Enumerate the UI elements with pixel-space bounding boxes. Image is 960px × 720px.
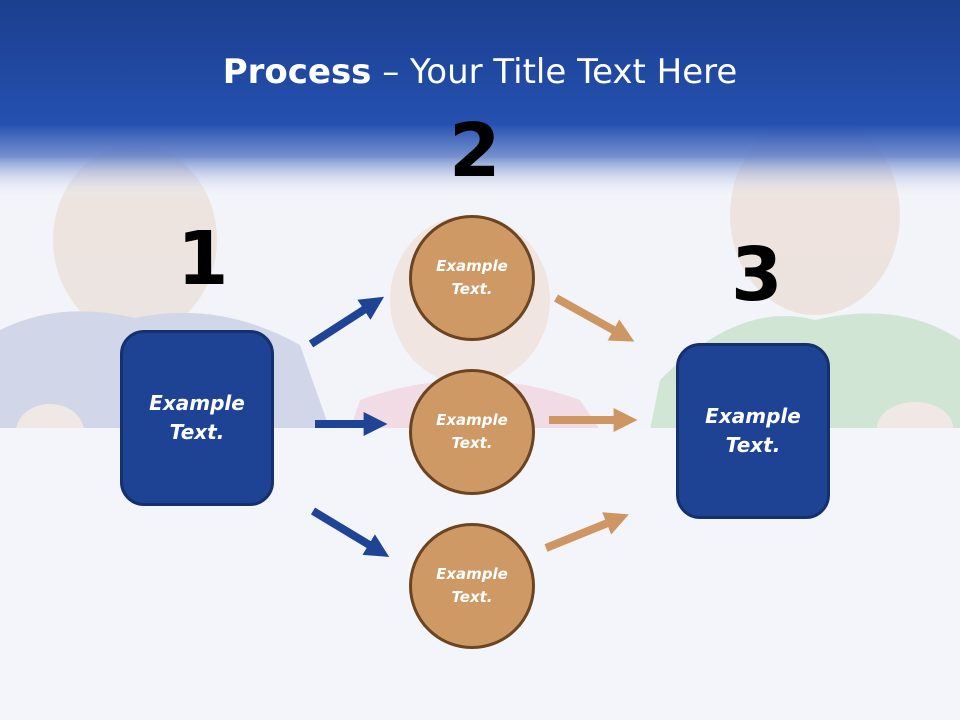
page-title: Process – Your Title Text Here [0, 52, 960, 92]
circle-middle-line1: Example [436, 411, 508, 429]
circle-bottom-line1: Example [436, 565, 508, 583]
circle-top-line1: Example [436, 257, 508, 275]
arrow-to-top-circle [308, 296, 385, 348]
step-number-1: 1 [177, 216, 229, 302]
step-number-2: 2 [449, 108, 501, 194]
circle-bottom-line2: Text. [451, 588, 493, 606]
step-3-line2: Text. [725, 433, 781, 457]
title-bold: Process [222, 52, 372, 92]
step-1-line1: Example [149, 391, 245, 415]
title-rest: – Your Title Text Here [371, 52, 738, 92]
step-3-line1: Example [705, 404, 801, 428]
arrow-to-bottom-circle [310, 507, 390, 557]
step-number-3: 3 [731, 232, 783, 318]
circle-top-line2: Text. [451, 280, 493, 298]
circle-middle-line2: Text. [451, 434, 493, 452]
arrow-from-top-circle [554, 294, 635, 342]
arrow-from-bottom-circle [544, 512, 629, 552]
step-1-line2: Text. [169, 420, 225, 444]
